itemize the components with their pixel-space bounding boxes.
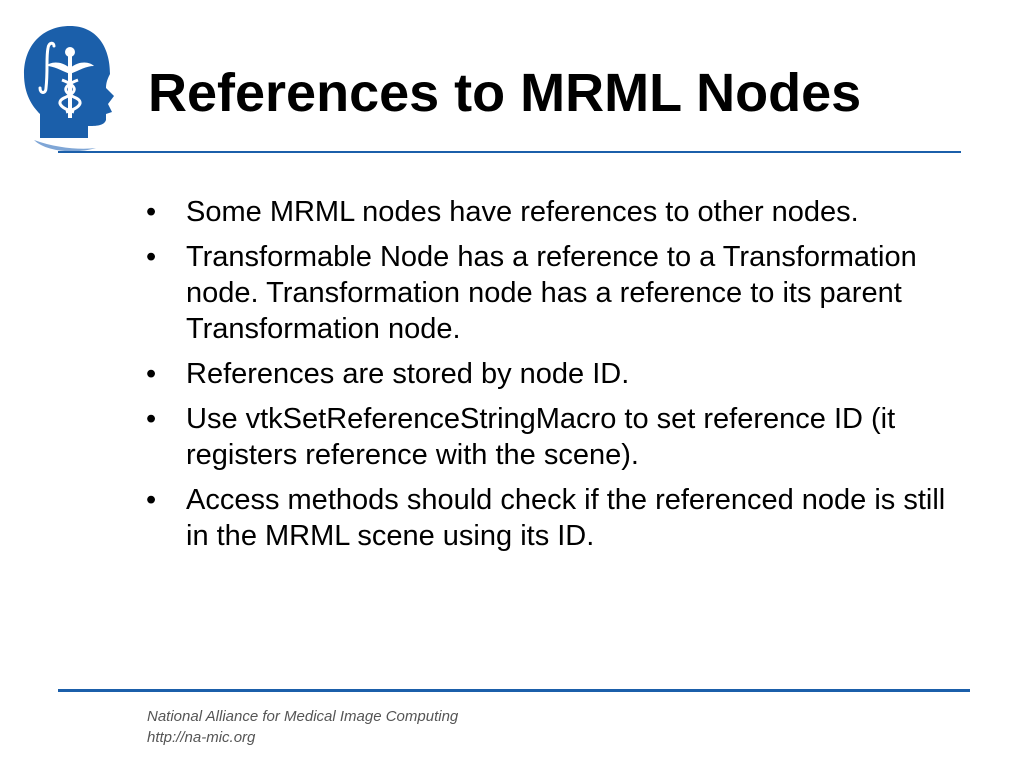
- footer-url: http://na-mic.org: [147, 729, 256, 746]
- bullet-item: • Some MRML nodes have references to othe…: [146, 194, 946, 230]
- bullet-text: Transformable Node has a reference to a …: [186, 241, 917, 345]
- bullet-mark: •: [146, 358, 157, 390]
- bullet-text: References are stored by node ID.: [186, 358, 630, 390]
- bullet-list: • Some MRML nodes have references to othe…: [146, 194, 946, 563]
- slicer-logo-icon: [16, 22, 128, 154]
- bullet-item: • Transformable Node has a reference to a…: [146, 239, 946, 347]
- slide-title: References to MRML Nodes: [148, 63, 862, 123]
- footer-divider: [58, 689, 970, 692]
- footer: National Alliance for Medical Image Comp…: [147, 706, 458, 748]
- title-divider: [58, 151, 961, 153]
- bullet-mark: •: [146, 196, 157, 228]
- bullet-mark: •: [146, 241, 157, 273]
- bullet-item: • References are stored by node ID.: [146, 356, 946, 392]
- bullet-mark: •: [146, 403, 157, 435]
- bullet-mark: •: [146, 484, 157, 516]
- footer-organization: National Alliance for Medical Image Comp…: [147, 708, 459, 725]
- bullet-item: • Use vtkSetReferenceStringMacro to set r…: [146, 401, 946, 473]
- bullet-text: Use vtkSetReferenceStringMacro to set re…: [186, 403, 896, 471]
- bullet-item: • Access methods should check if the refe…: [146, 482, 946, 554]
- bullet-text: Access methods should check if the refer…: [186, 484, 946, 552]
- bullet-text: Some MRML nodes have references to other…: [186, 196, 859, 228]
